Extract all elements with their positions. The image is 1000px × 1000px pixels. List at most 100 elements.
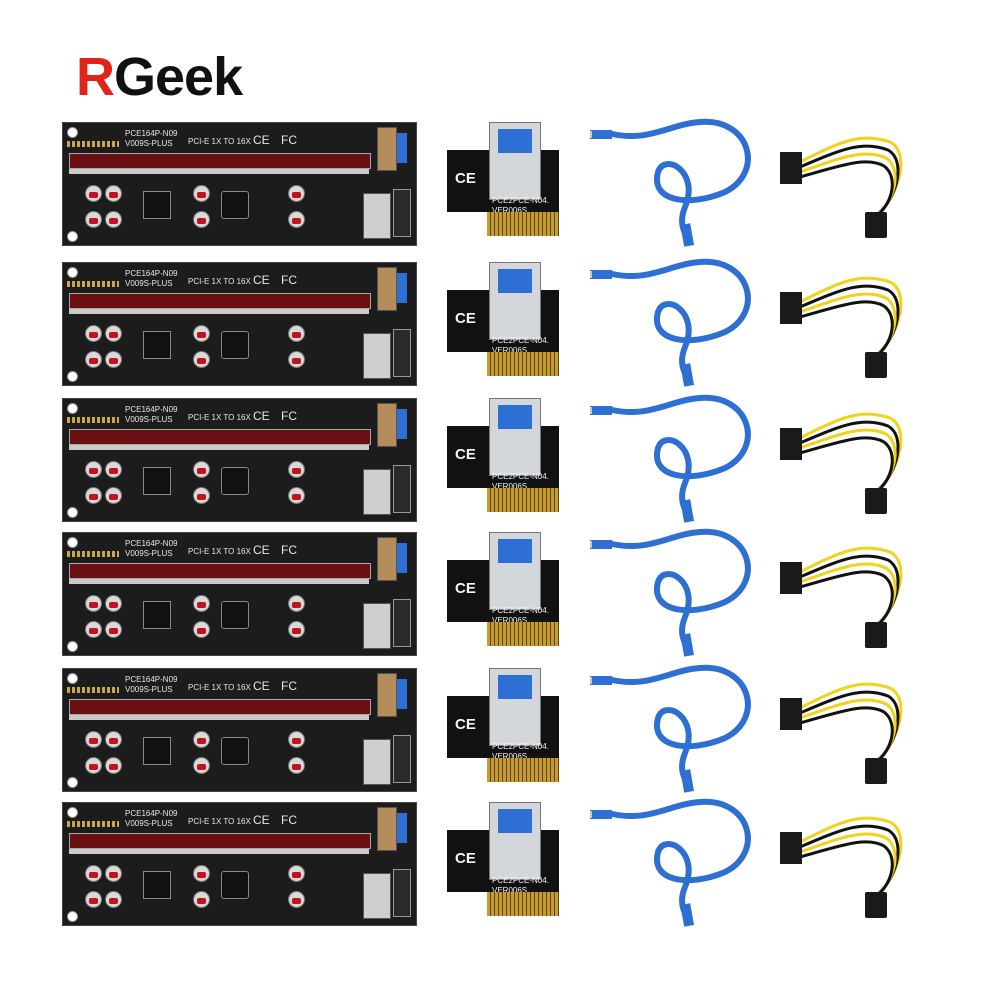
adapter-ce-mark: CE <box>455 716 476 733</box>
power-cable <box>780 412 903 514</box>
slot-latch <box>69 309 369 314</box>
riser-version-text: V009S-PLUS <box>125 139 173 148</box>
power-wires <box>799 412 903 496</box>
adapter-usb-port <box>489 122 541 200</box>
capacitor <box>288 891 305 908</box>
pcie-6pin-plug <box>865 892 887 918</box>
sata-connector <box>393 599 411 647</box>
adapter-gold-fingers <box>487 892 559 916</box>
kit-row: PCE164P-N09 V009S-PLUS PCI-E 1X TO 16X C… <box>0 528 1000 667</box>
adapter-ce-mark: CE <box>455 310 476 327</box>
riser-slot-text: PCI-E 1X TO 16X <box>188 547 251 556</box>
usb-port-insert <box>397 813 407 843</box>
capacitor <box>85 595 102 612</box>
riser-version-text: V009S-PLUS <box>125 279 173 288</box>
regulator-chip <box>143 737 171 765</box>
capacitor <box>193 211 210 228</box>
usb-plug <box>680 769 695 793</box>
power-connector <box>363 193 391 239</box>
adapter-model-text: PCE2PCE-N04. <box>492 472 549 481</box>
capacitor <box>85 621 102 638</box>
usb-port <box>377 673 397 717</box>
riser-gold-contacts <box>67 281 119 287</box>
kit-row: PCE164P-N09 V009S-PLUS PCI-E 1X TO 16X C… <box>0 664 1000 803</box>
adapter-label: PCE2PCE-N04. VER006S <box>492 742 549 762</box>
riser-slot-text: PCI-E 1X TO 16X <box>188 413 251 422</box>
riser-fc-mark: FC <box>281 543 297 557</box>
capacitor <box>85 731 102 748</box>
kit-row: PCE164P-N09 V009S-PLUS PCI-E 1X TO 16X C… <box>0 118 1000 257</box>
mount-hole <box>67 507 78 518</box>
riser-version-text: V009S-PLUS <box>125 549 173 558</box>
usb-plug <box>590 270 612 279</box>
capacitor <box>193 185 210 202</box>
adapter-gold-fingers <box>487 212 559 236</box>
adapter-model-text: PCE2PCE-N04. <box>492 196 549 205</box>
power-connector <box>363 603 391 649</box>
usb-port-insert <box>397 543 407 573</box>
riser-fc-mark: FC <box>281 813 297 827</box>
usb-port-insert <box>397 133 407 163</box>
riser-model-text: PCE164P-N09 <box>125 269 178 278</box>
capacitor <box>193 731 210 748</box>
slot-latch <box>69 849 369 854</box>
mount-hole <box>67 267 78 278</box>
inductor <box>221 331 249 359</box>
riser-board: PCE164P-N09 V009S-PLUS PCI-E 1X TO 16X C… <box>62 122 417 246</box>
adapter-version-text: VER006S <box>492 206 528 215</box>
usb-port <box>377 807 397 851</box>
sata-connector <box>393 189 411 237</box>
pcie-6pin-plug <box>865 352 887 378</box>
kit-row: PCE164P-N09 V009S-PLUS PCI-E 1X TO 16X C… <box>0 798 1000 937</box>
pcie-x1-adapter: CE PCE2PCE-N04. VER006S <box>447 532 562 648</box>
riser-board: PCE164P-N09 V009S-PLUS PCI-E 1X TO 16X C… <box>62 532 417 656</box>
capacitor <box>193 325 210 342</box>
riser-board: PCE164P-N09 V009S-PLUS PCI-E 1X TO 16X C… <box>62 262 417 386</box>
regulator-chip <box>143 467 171 495</box>
usb-cable-wire <box>609 528 751 655</box>
usb-plug <box>680 499 695 523</box>
adapter-gold-fingers <box>487 352 559 376</box>
usb-plug-metal <box>590 131 592 138</box>
sata-connector <box>393 869 411 917</box>
slot-latch <box>69 715 369 720</box>
adapter-usb-port <box>489 668 541 746</box>
usb-port <box>377 267 397 311</box>
usb-plug <box>680 223 695 247</box>
pcie-x1-adapter: CE PCE2PCE-N04. VER006S <box>447 262 562 378</box>
usb-plug <box>680 633 695 657</box>
capacitor <box>105 757 122 774</box>
capacitor <box>105 325 122 342</box>
adapter-usb-port <box>489 262 541 340</box>
usb-cable <box>590 528 751 657</box>
capacitor <box>288 461 305 478</box>
inductor <box>221 601 249 629</box>
mount-hole <box>67 807 78 818</box>
adapter-model-text: PCE2PCE-N04. <box>492 742 549 751</box>
sata-power-plug <box>780 292 802 324</box>
riser-gold-contacts <box>67 687 119 693</box>
adapter-ce-mark: CE <box>455 850 476 867</box>
capacitor <box>193 351 210 368</box>
riser-ce-mark: CE <box>253 813 270 827</box>
capacitor <box>288 185 305 202</box>
mount-hole <box>67 641 78 652</box>
riser-version-text: V009S-PLUS <box>125 819 173 828</box>
riser-board: PCE164P-N09 V009S-PLUS PCI-E 1X TO 16X C… <box>62 802 417 926</box>
capacitor <box>85 757 102 774</box>
power-wires <box>799 136 903 220</box>
riser-ce-mark: CE <box>253 409 270 423</box>
usb-plug-metal <box>590 407 592 414</box>
usb-cable-wire <box>609 394 751 521</box>
riser-slot-text: PCI-E 1X TO 16X <box>188 137 251 146</box>
power-wires <box>799 682 903 766</box>
mount-hole <box>67 403 78 414</box>
riser-gold-contacts <box>67 141 119 147</box>
adapter-gold-fingers <box>487 758 559 782</box>
riser-board: PCE164P-N09 V009S-PLUS PCI-E 1X TO 16X C… <box>62 398 417 522</box>
riser-gold-contacts <box>67 417 119 423</box>
usb-cable <box>590 394 751 523</box>
usb-cable-wire <box>609 118 751 245</box>
adapter-version-text: VER006S <box>492 616 528 625</box>
pcie-x16-slot <box>69 429 371 445</box>
